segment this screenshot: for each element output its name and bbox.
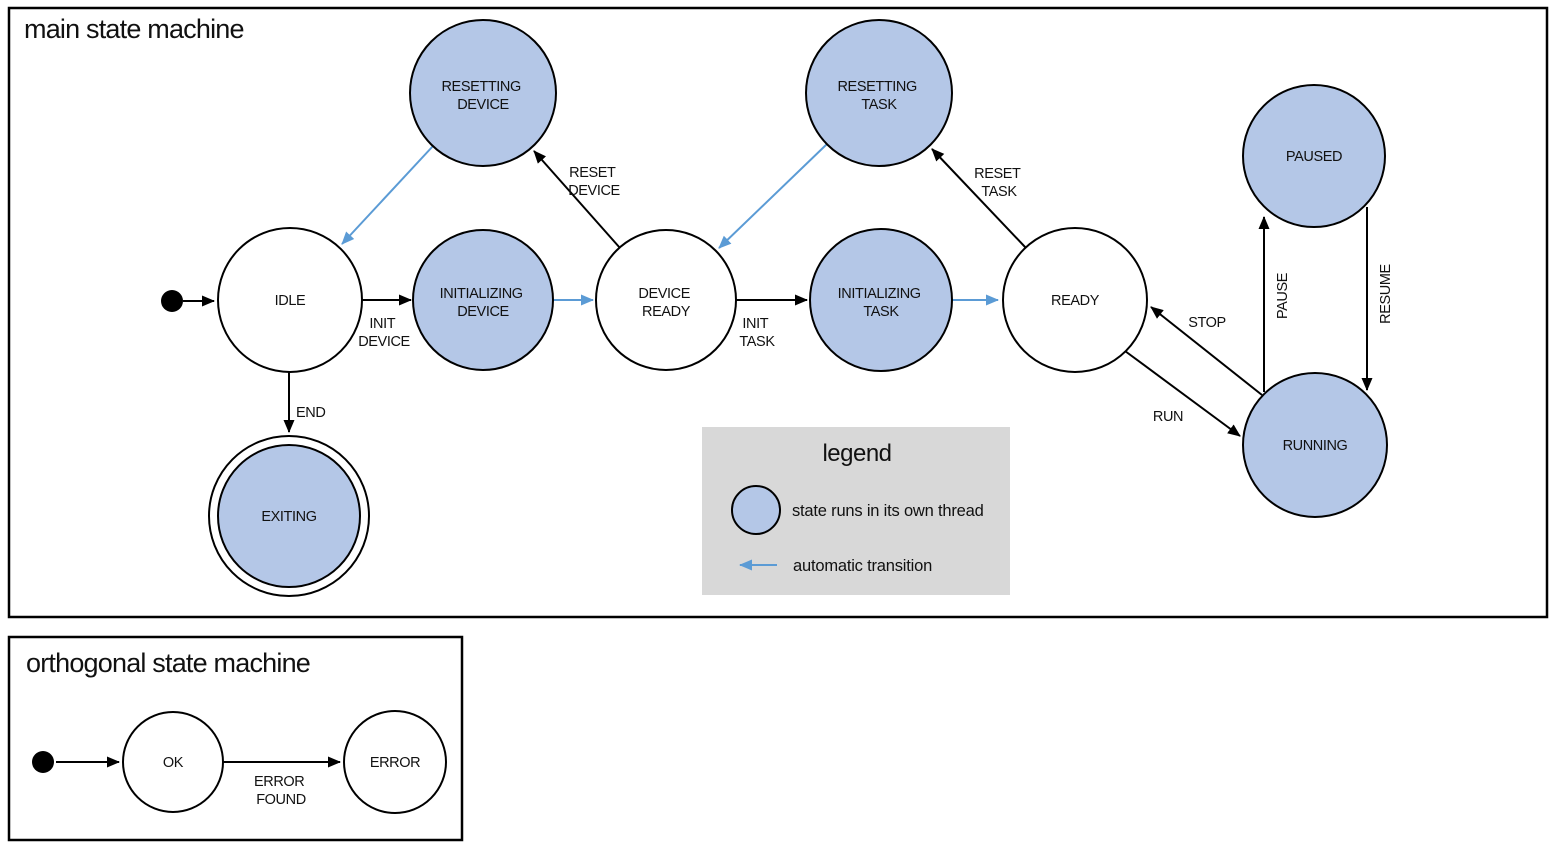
transition-stop — [1150, 306, 1263, 396]
state-ok: OK — [122, 711, 224, 813]
transition-label-run: RUN — [1153, 409, 1183, 425]
legend-title: legend — [822, 440, 891, 467]
legend: legend state runs in its own thread auto… — [702, 427, 1010, 595]
transition-reset-task — [931, 148, 1027, 249]
transition-label-resume: RESUME — [1378, 263, 1394, 323]
state-error-circle — [343, 710, 447, 814]
transition-reset-device — [533, 150, 621, 249]
state-exiting: EXITING — [208, 435, 370, 597]
transition-label-pause: PAUSE — [1275, 272, 1291, 319]
state-device-ready-circle — [595, 229, 737, 371]
auto-transitions — [341, 143, 999, 306]
state-ready-label: READY — [1051, 293, 1100, 309]
state-resetting-task: RESETTING TASK — [805, 19, 953, 167]
state-device-ready-label: DEVICE READY — [638, 286, 693, 320]
legend-threaded-state-icon — [731, 485, 781, 535]
legend-threaded-state-label: state runs in its own thread — [792, 502, 984, 520]
state-initializing-task-label: INITIALIZING TASK — [838, 286, 925, 320]
state-device-ready: DEVICE READY — [595, 229, 737, 371]
state-resetting-task-label: RESETTING TASK — [837, 79, 920, 113]
legend-auto-transition-label: automatic transition — [793, 557, 932, 575]
initial-state-dot — [161, 290, 183, 312]
state-initializing-device-circle — [412, 229, 554, 371]
state-initializing-task: INITIALIZING TASK — [809, 228, 953, 372]
transition-label-end: END — [296, 405, 325, 421]
state-exiting-circle — [217, 444, 361, 588]
transition-label-reset-task: RESET TASK — [974, 166, 1024, 200]
state-running-circle — [1242, 372, 1388, 518]
transitions: INIT DEVICE RESET DEVICE INIT TASK RESET… — [183, 148, 1394, 437]
transition-label-stop: STOP — [1188, 315, 1226, 331]
state-paused-label: PAUSED — [1286, 149, 1342, 165]
transition-label-init-device: INIT DEVICE — [358, 316, 410, 350]
state-ready-circle — [1002, 227, 1148, 373]
state-paused: PAUSED — [1242, 84, 1386, 228]
state-resetting-task-circle — [805, 19, 953, 167]
state-initializing-device-label: INITIALIZING DEVICE — [440, 286, 527, 320]
state-resetting-device-label: RESETTING DEVICE — [441, 79, 524, 113]
state-ok-label: OK — [163, 755, 184, 771]
states: IDLE RESETTING DEVICE INITIALIZING DEVIC… — [161, 19, 1388, 597]
state-idle-label: IDLE — [275, 293, 306, 309]
transition-label-reset-device: RESET DEVICE — [568, 165, 620, 199]
state-idle-circle — [217, 227, 363, 373]
main-box-title: main state machine — [24, 14, 244, 44]
state-running: RUNNING — [1242, 372, 1388, 518]
state-initializing-device: INITIALIZING DEVICE — [412, 229, 554, 371]
state-idle: IDLE — [217, 227, 363, 373]
state-exiting-label: EXITING — [261, 509, 316, 525]
state-resetting-device-circle — [409, 19, 557, 167]
state-error-label: ERROR — [370, 755, 420, 771]
orthogonal-initial-state-dot — [32, 751, 54, 773]
transition-label-init-task: INIT TASK — [739, 316, 775, 350]
auto-transition-resetting-device-to-idle — [341, 145, 434, 245]
state-resetting-device: RESETTING DEVICE — [409, 19, 557, 167]
state-error: ERROR — [343, 710, 447, 814]
orthogonal-state-machine: orthogonal state machine OK ERROR FOUND … — [7, 635, 464, 842]
state-paused-circle — [1242, 84, 1386, 228]
transition-label-error-found: ERROR FOUND — [254, 774, 308, 808]
state-running-label: RUNNING — [1283, 438, 1348, 454]
transition-run — [1124, 350, 1241, 437]
orthogonal-box-title: orthogonal state machine — [26, 648, 310, 678]
state-ready: READY — [1002, 227, 1148, 373]
state-initializing-task-circle — [809, 228, 953, 372]
auto-transition-resetting-task-to-device-ready — [718, 143, 828, 249]
